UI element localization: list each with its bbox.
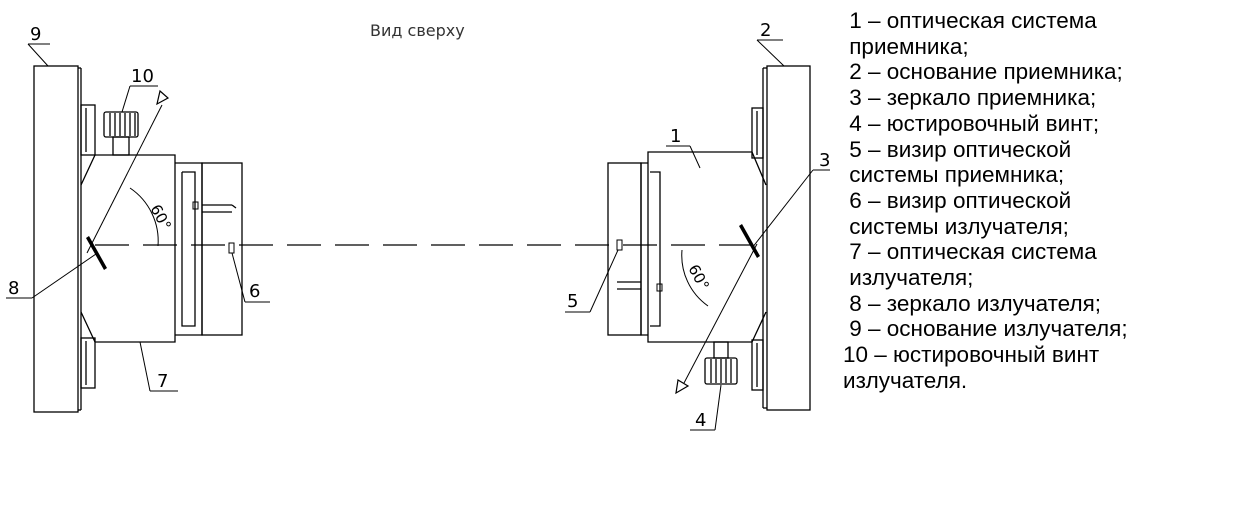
legend-line: 7 – оптическая система [843, 239, 1097, 265]
legend-line: 9 – основание излучателя; [843, 316, 1128, 342]
legend-line: системы приемника; [843, 162, 1065, 188]
receiver-mirror [739, 224, 760, 258]
callout-8: 8 [8, 278, 19, 299]
angle-label-right: 60° [684, 261, 712, 293]
callout-5: 5 [567, 291, 578, 312]
legend-line: 5 – визир оптической [843, 136, 1072, 162]
legend-line: 2 – основание приемника; [843, 59, 1123, 85]
legend-line: излучателя. [843, 367, 968, 393]
receiver-assembly: 60° [607, 65, 811, 411]
receiver-optical-housing [647, 151, 767, 343]
emitter-mirror [86, 236, 107, 270]
legend-line: 10 – юстировочный винт [843, 342, 1100, 368]
legend-line: 6 – визир оптической [843, 187, 1072, 213]
receiver-visor [616, 239, 623, 251]
legend-line: 4 – юстировочный винт; [843, 110, 1100, 136]
receiver-adjusting-screw [704, 341, 738, 385]
receiver-mount-block-top [751, 107, 764, 159]
legend-line: системы излучателя; [843, 213, 1069, 239]
callout-4: 4 [695, 410, 706, 431]
callouts: 9 10 8 7 6 1 2 3 5 4 [6, 20, 830, 431]
callout-9: 9 [30, 24, 41, 45]
legend-line: 3 – зеркало приемника; [843, 85, 1097, 111]
emitter-assembly: 60° [33, 65, 243, 413]
callout-2: 2 [760, 20, 771, 41]
emitter-mount-block-top [80, 104, 96, 156]
angle-label-left: 60° [146, 201, 174, 233]
callout-1: 1 [670, 126, 681, 147]
legend-line: приемника; [843, 33, 969, 59]
legend-line: излучателя; [843, 265, 974, 291]
parts-legend: 1 – оптическая система приемника; 2 – ос… [843, 8, 1243, 394]
callout-7: 7 [157, 371, 168, 392]
legend-line: 1 – оптическая система [843, 8, 1097, 33]
callout-10: 10 [131, 66, 154, 87]
optical-alignment-diagram: Вид сверху 60° [6, 20, 830, 431]
callout-3: 3 [819, 150, 830, 171]
receiver-mount-block-bottom [751, 339, 764, 391]
emitter-optical-housing [80, 154, 176, 343]
legend-line: 8 – зеркало излучателя; [843, 290, 1102, 316]
view-title: Вид сверху [370, 21, 465, 40]
receiver-lens-holder [607, 162, 642, 336]
emitter-lens-holder [201, 162, 243, 336]
emitter-visor [228, 242, 235, 254]
emitter-mount-block-bottom [80, 337, 96, 389]
receiver-lens-frame [640, 162, 661, 336]
callout-6: 6 [249, 281, 260, 302]
emitter-adjusting-screw [103, 111, 139, 156]
emitter-base-plate [33, 65, 79, 413]
emitter-lens-frame [175, 162, 203, 336]
receiver-base-plate [766, 65, 811, 411]
